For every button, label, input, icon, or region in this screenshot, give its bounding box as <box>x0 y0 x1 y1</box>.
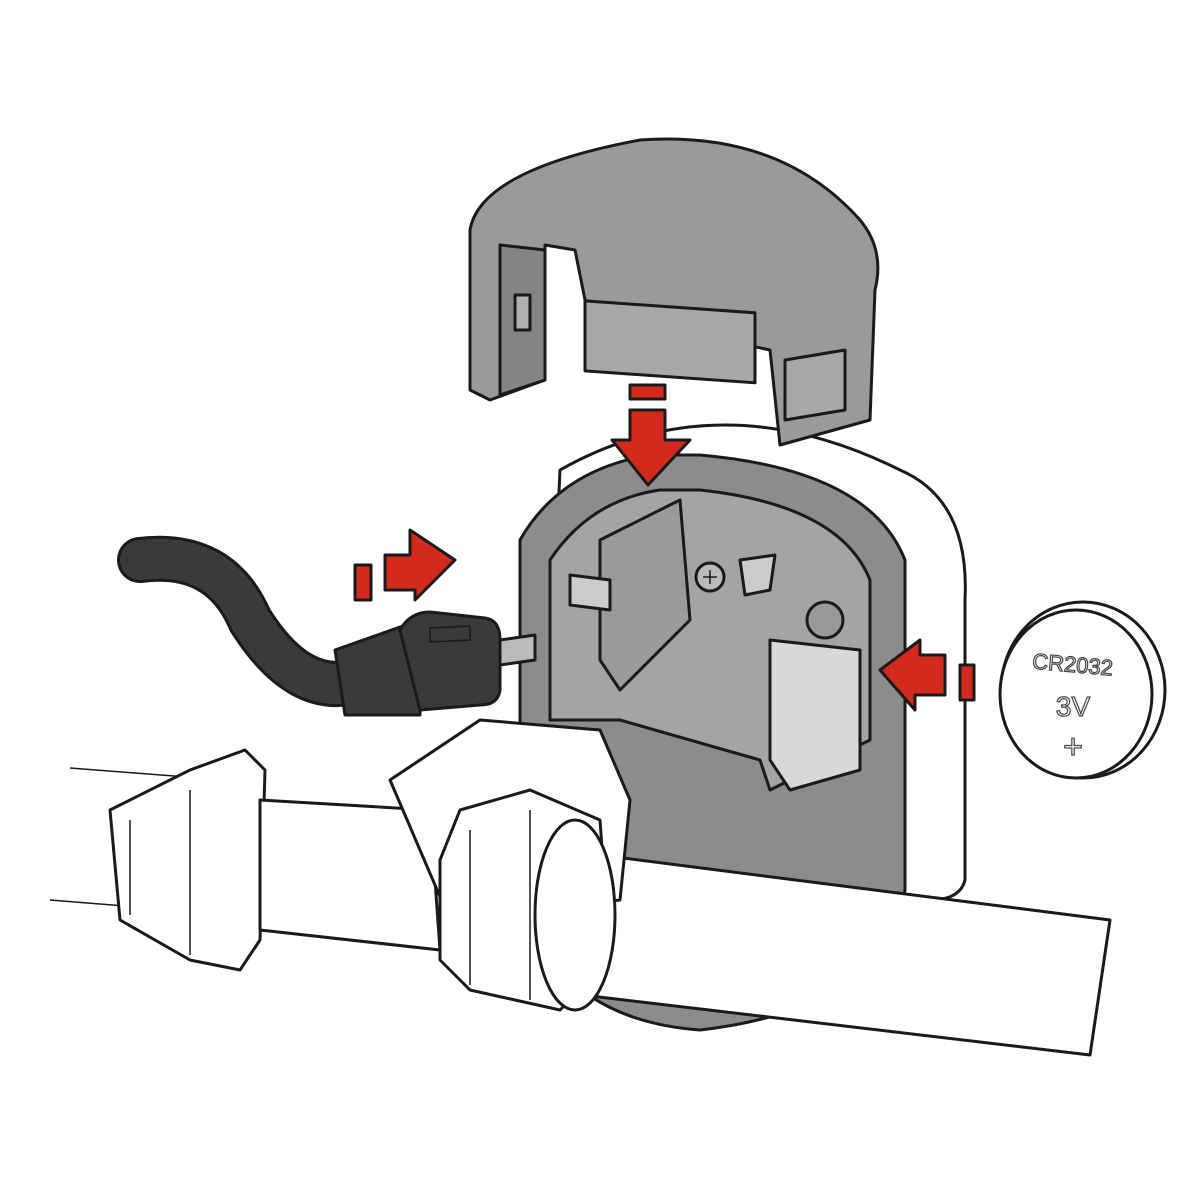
cover-cap <box>468 137 880 447</box>
battery-voltage: 3V <box>1056 691 1091 722</box>
pipe-fittings <box>108 718 1112 1057</box>
arrow-down-icon <box>610 383 692 487</box>
arrow-right-icon <box>353 528 457 602</box>
arrow-left-icon <box>878 638 976 712</box>
insert-arrows <box>353 383 976 712</box>
battery-polarity: + <box>1063 728 1083 766</box>
coin-cell-battery: CR2032 3V + <box>998 600 1167 780</box>
usb-cable <box>117 535 537 717</box>
